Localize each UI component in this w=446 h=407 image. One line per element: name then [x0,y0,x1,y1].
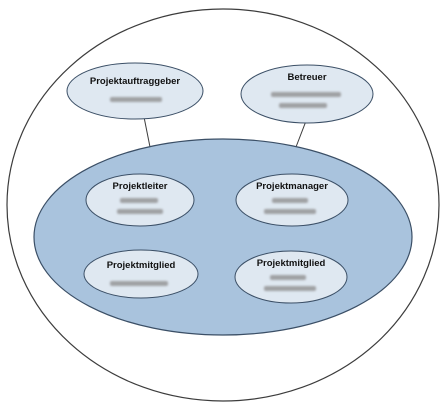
redacted-name-lead [117,198,163,214]
connector-supervisor-to-team [295,120,307,148]
role-bubble-sponsor: Projektauftraggeber [66,62,204,120]
role-bubble-member-2: Projektmitglied [234,250,348,304]
role-bubble-lead: Projektleiter [85,173,195,227]
redacted-name-manager [264,198,316,214]
role-bubble-manager: Projektmanager [235,173,349,227]
role-title-lead: Projektleiter [113,181,168,192]
role-bubble-member-1-shape [83,249,199,299]
role-bubble-supervisor: Betreuer [240,64,374,124]
role-title-supervisor: Betreuer [287,72,326,83]
role-bubble-member-1: Projektmitglied [83,249,199,299]
role-title-sponsor: Projektauftraggeber [90,76,181,87]
connector-sponsor-to-team [143,116,151,148]
role-bubble-sponsor-shape [66,62,204,120]
role-title-manager: Projektmanager [256,181,328,192]
redacted-name-member-1 [110,281,168,286]
project-team-ellipse [33,138,413,336]
redacted-name-sponsor [110,97,162,102]
redacted-name-supervisor [271,92,341,108]
role-title-member-2: Projektmitglied [257,258,326,269]
redacted-name-member-2 [264,275,316,291]
role-title-member-1: Projektmitglied [107,260,176,271]
